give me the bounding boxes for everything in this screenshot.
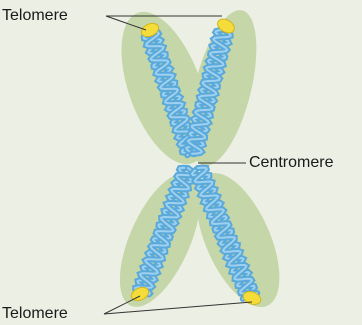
telomere-label-bottom: Telomere xyxy=(2,306,68,322)
centromere-label: Centromere xyxy=(249,155,333,171)
leader-line-telomere-bottom-right xyxy=(104,302,252,314)
telomere-label-top: Telomere xyxy=(2,8,68,24)
